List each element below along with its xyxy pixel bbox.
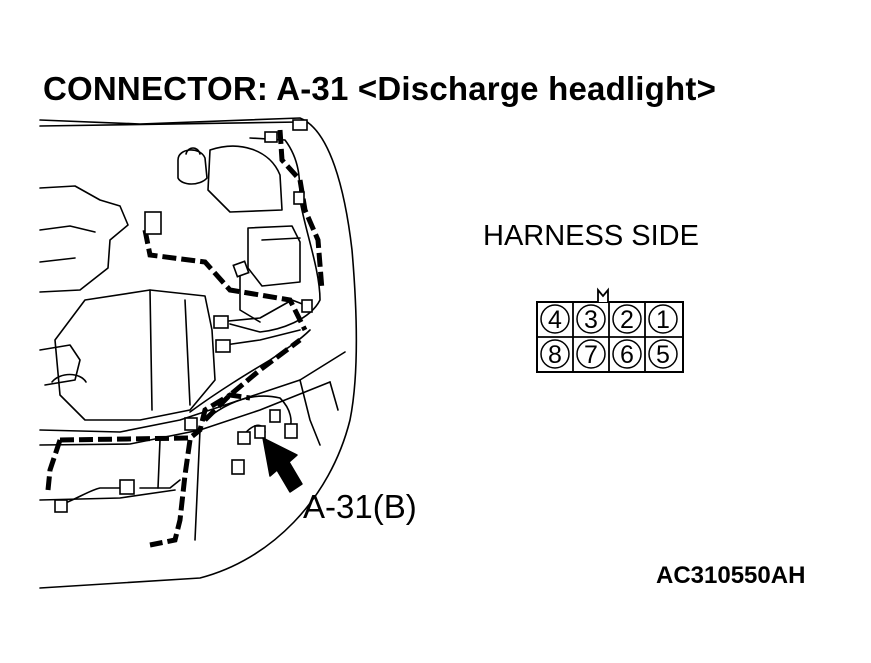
callout-arrow bbox=[262, 437, 303, 493]
pin-4: 4 bbox=[548, 306, 562, 334]
pin-3: 3 bbox=[584, 306, 598, 334]
pin-7: 7 bbox=[584, 341, 598, 369]
pin-1: 1 bbox=[656, 306, 670, 334]
pin-2: 2 bbox=[620, 306, 634, 334]
harness-side-label: HARNESS SIDE bbox=[483, 220, 699, 252]
diagram-title: CONNECTOR: A-31 <Discharge headlight> bbox=[43, 70, 717, 107]
pin-6: 6 bbox=[620, 341, 634, 369]
connector-callout-label: A-31(B) bbox=[303, 488, 417, 525]
figure-code: AC310550AH bbox=[656, 562, 806, 589]
pin-8: 8 bbox=[548, 341, 562, 369]
pin-5: 5 bbox=[656, 341, 670, 369]
connector-face: 4 3 2 1 8 7 6 5 bbox=[536, 287, 684, 373]
